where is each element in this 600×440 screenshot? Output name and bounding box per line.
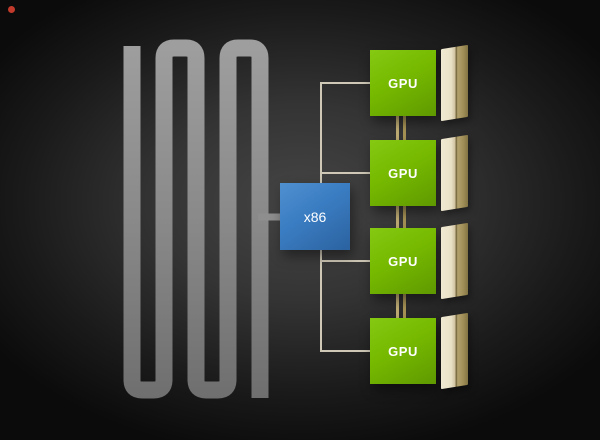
memory-module-graphic-4 xyxy=(441,312,468,390)
memory-module-graphic-2 xyxy=(441,134,468,212)
red-dot-artifact xyxy=(8,6,15,13)
gpu-interconnect-3 xyxy=(396,288,399,324)
cpu-x86-label: x86 xyxy=(303,208,327,225)
serpentine-trace-graphic xyxy=(123,39,269,399)
gpu-interconnect-1b xyxy=(403,110,406,146)
gpu-block-4: GPU xyxy=(370,318,436,384)
gpu-label: GPU xyxy=(388,75,418,91)
gpu-block-3: GPU xyxy=(370,228,436,294)
gpu-interconnect-2b xyxy=(403,200,406,234)
gpu-block-2: GPU xyxy=(370,140,436,206)
gpu-label: GPU xyxy=(388,253,418,269)
gpu-interconnect-1 xyxy=(396,110,399,146)
memory-module-graphic-3 xyxy=(441,222,468,300)
gpu-block-1: GPU xyxy=(370,50,436,116)
gpu-interconnect-2 xyxy=(396,200,399,234)
gpu-label: GPU xyxy=(388,165,418,181)
gpu-label: GPU xyxy=(388,343,418,359)
gpu-interconnect-3b xyxy=(403,288,406,324)
cpu-x86-block: x86 xyxy=(280,183,350,250)
memory-module-graphic-1 xyxy=(441,44,468,122)
